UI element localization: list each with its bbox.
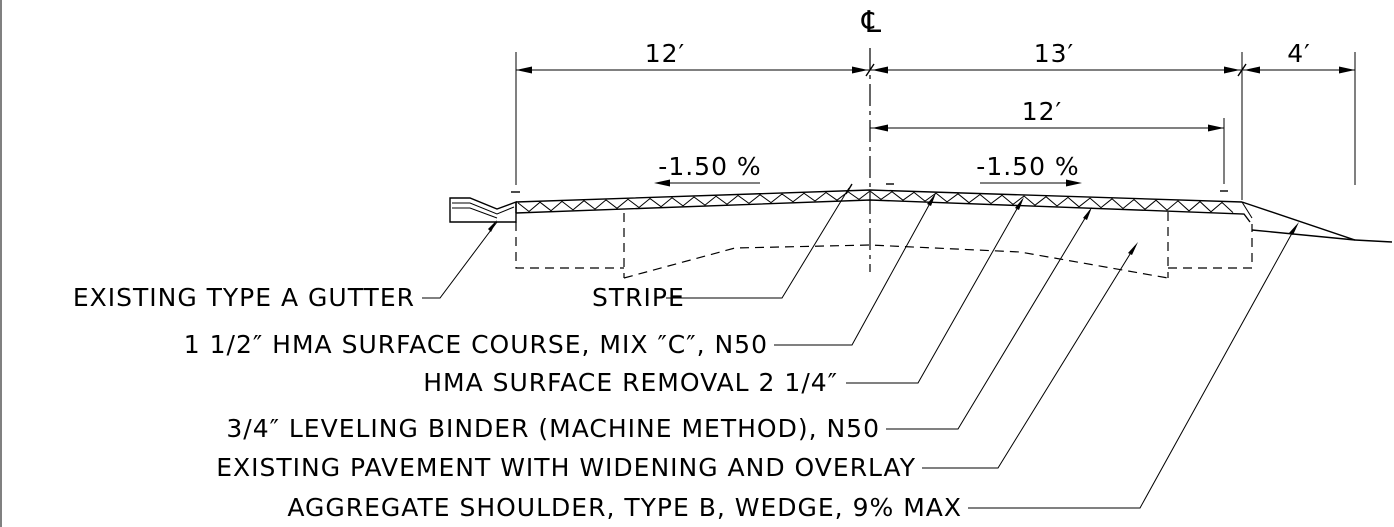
- slope-right-arrow: [980, 179, 1082, 187]
- callout-surface-course: 1 1/2″ HMA SURFACE COURSE, MIX ″C″, N50: [184, 330, 768, 359]
- leader-lines: [422, 187, 1299, 509]
- dimension-lines: [515, 52, 1356, 200]
- callout-surface-removal: HMA SURFACE REMOVAL 2 1/4″: [423, 368, 838, 397]
- stripe-mark: [845, 183, 853, 195]
- slope-right-label: -1.50 %: [976, 152, 1079, 181]
- dim-right-inner: 12′: [1022, 97, 1063, 126]
- dim-right-lane: 13′: [1034, 39, 1075, 68]
- callout-aggregate-shoulder: AGGREGATE SHOULDER, TYPE B, WEDGE, 9% MA…: [287, 493, 962, 522]
- gutter: [449, 197, 517, 223]
- aggregate-shoulder: [1241, 201, 1393, 243]
- centerline-symbol: ℄: [861, 5, 882, 40]
- dim-shoulder: 4′: [1287, 39, 1311, 68]
- callout-gutter: EXISTING TYPE A GUTTER: [73, 283, 415, 312]
- surface-hatch: [517, 190, 1234, 213]
- hatch-zigzag: [517, 190, 1234, 213]
- dim-left-lane: 12′: [645, 39, 686, 68]
- callout-leveling-binder: 3/4″ LEVELING BINDER (MACHINE METHOD), N…: [226, 414, 880, 443]
- callout-existing-pavement: EXISTING PAVEMENT WITH WIDENING AND OVER…: [216, 453, 916, 482]
- existing-pavement-outline: [515, 212, 1253, 279]
- slope-left-label: -1.50 %: [658, 152, 761, 181]
- edge-markers: [511, 183, 1228, 193]
- slope-left-arrow: [654, 179, 760, 187]
- surface-course: [515, 189, 1253, 223]
